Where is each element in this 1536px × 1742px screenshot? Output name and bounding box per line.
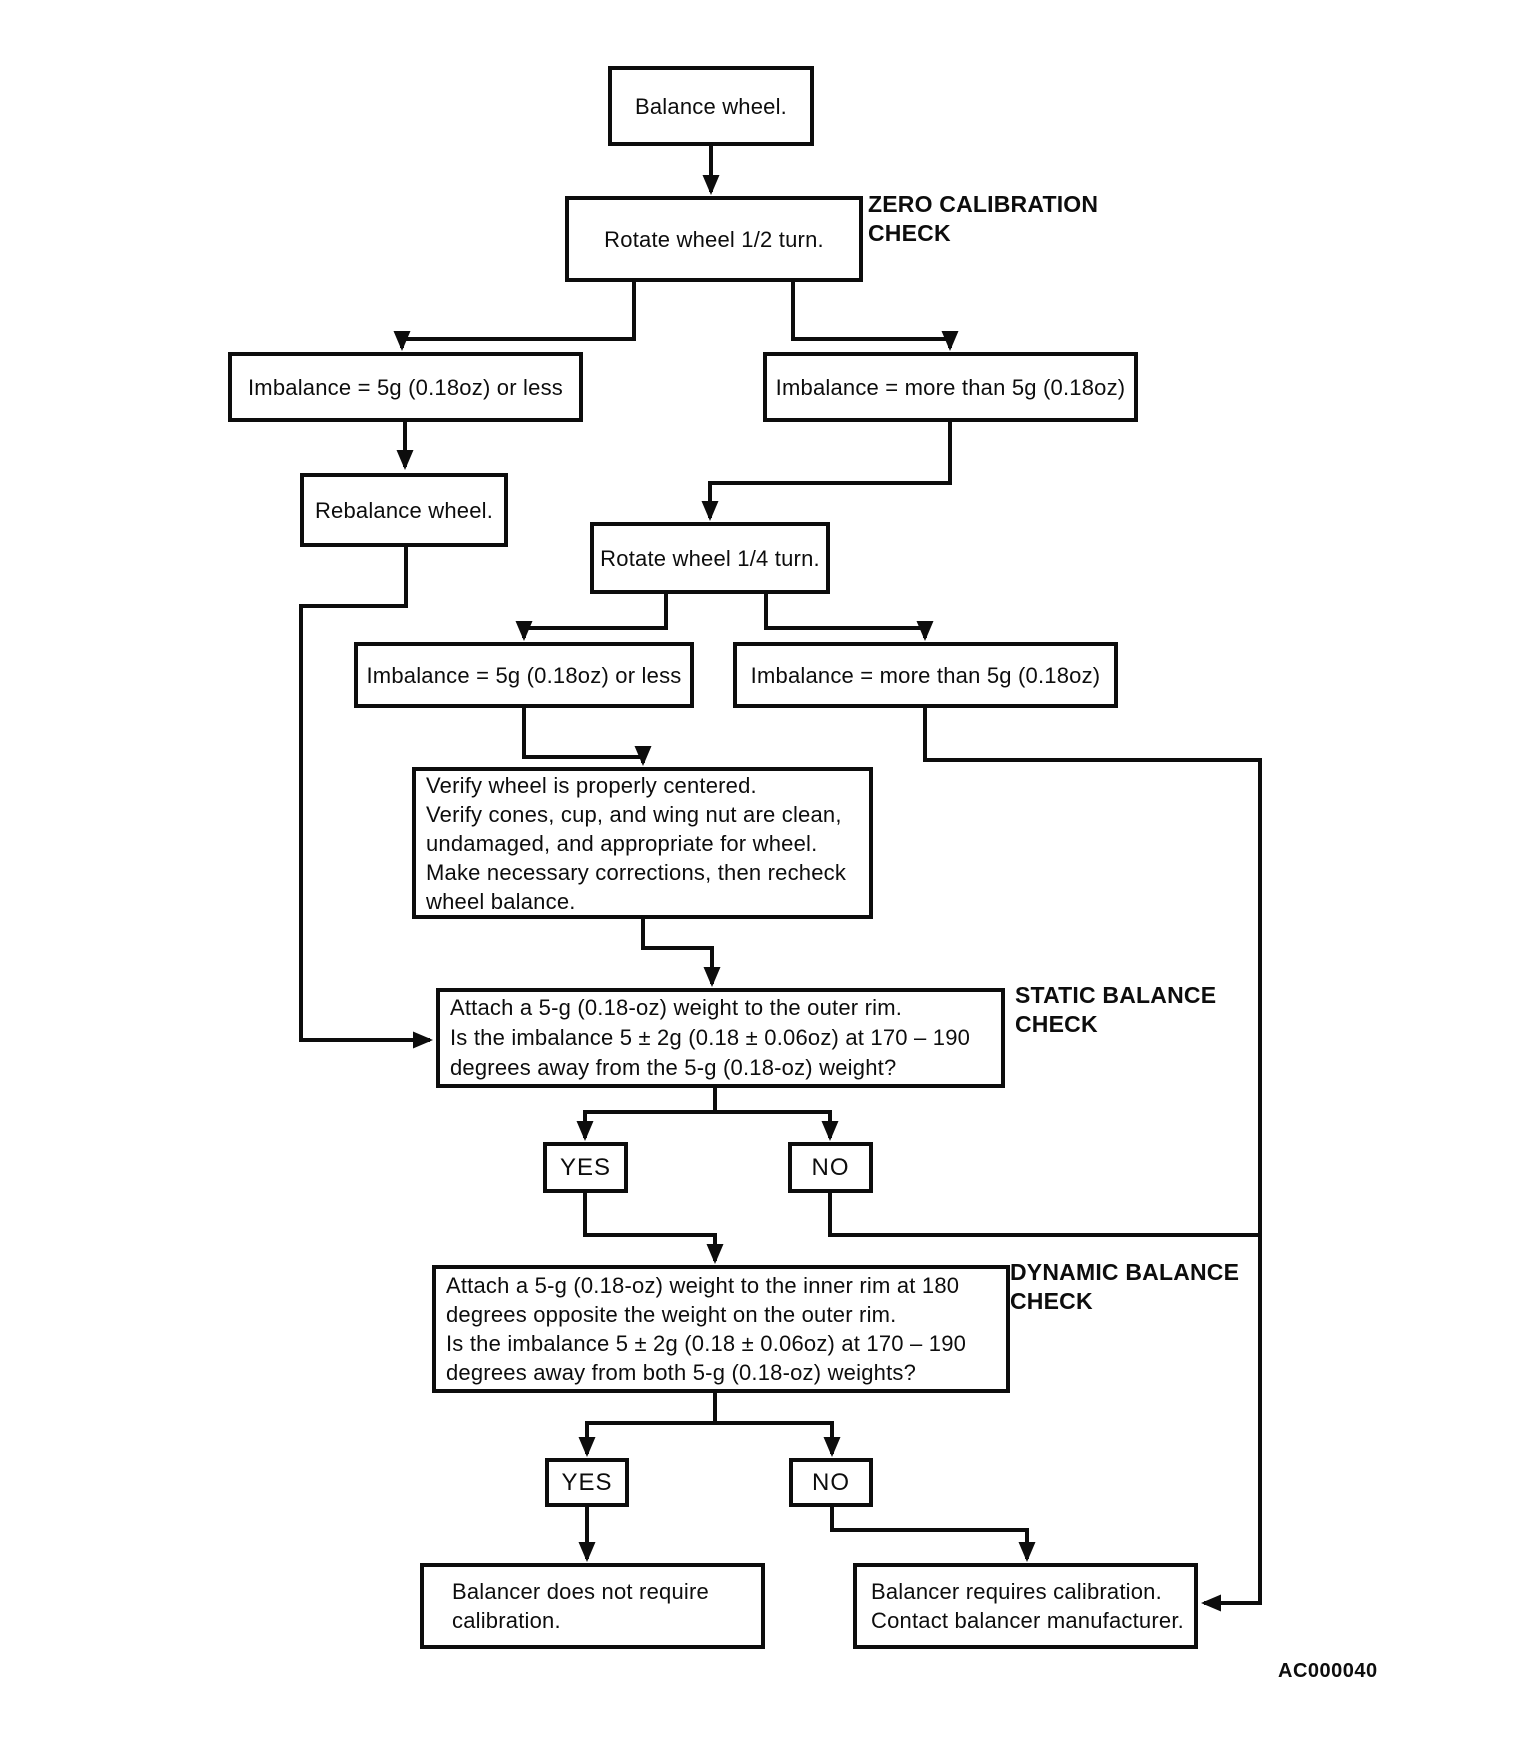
edge-yes1-to-dynamic bbox=[583, 1193, 724, 1264]
edge-dynamic-to-no2 bbox=[715, 1421, 841, 1457]
edge-static-to-no1 bbox=[715, 1110, 839, 1141]
label-dynamic-balance-check: DYNAMIC BALANCE CHECK bbox=[1010, 1259, 1240, 1314]
edge-dynamic-to-yes2 bbox=[578, 1393, 717, 1457]
node-no-static: NO bbox=[788, 1142, 873, 1193]
node-rotate-quarter-turn: Rotate wheel 1/4 turn. bbox=[590, 522, 830, 594]
node-requires-calibration: Balancer requires calibration. Contact b… bbox=[853, 1563, 1198, 1649]
edge-verify-to-static bbox=[641, 919, 721, 987]
edge-no2-to-requires bbox=[830, 1507, 1036, 1562]
node-static-balance-question: Attach a 5-g (0.18-oz) weight to the out… bbox=[436, 988, 1005, 1088]
edge-rotatequarter-to-less2 bbox=[515, 594, 668, 641]
node-verify-wheel-centered: Verify wheel is properly centered. Verif… bbox=[412, 767, 873, 919]
label-zero-calibration-check: ZERO CALIBRATION CHECK bbox=[868, 191, 1099, 246]
edge-less2-to-verify bbox=[522, 708, 652, 766]
node-imbalance-5g-or-less-1: Imbalance = 5g (0.18oz) or less bbox=[228, 352, 583, 422]
figure-id: AC000040 bbox=[1278, 1660, 1378, 1682]
node-no-dynamic: NO bbox=[789, 1458, 873, 1507]
edge-rotatehalf-to-less1 bbox=[393, 282, 636, 351]
edge-rebalance-to-static bbox=[299, 547, 433, 1049]
node-imbalance-5g-or-less-2: Imbalance = 5g (0.18oz) or less bbox=[354, 642, 694, 708]
node-balance-wheel: Balance wheel. bbox=[608, 66, 814, 146]
edge-rotatehalf-to-more1 bbox=[791, 282, 959, 351]
edge-static-to-yes1 bbox=[576, 1088, 717, 1141]
label-static-balance-check: STATIC BALANCE CHECK bbox=[1015, 982, 1217, 1037]
node-imbalance-more-than-5g-2: Imbalance = more than 5g (0.18oz) bbox=[733, 642, 1118, 708]
node-no-calibration-required: Balancer does not require calibration. bbox=[420, 1563, 765, 1649]
edge-more2-to-requires bbox=[923, 708, 1262, 1612]
node-imbalance-more-than-5g-1: Imbalance = more than 5g (0.18oz) bbox=[763, 352, 1138, 422]
node-dynamic-balance-question: Attach a 5-g (0.18-oz) weight to the inn… bbox=[432, 1265, 1010, 1393]
edge-no1-to-rightrail bbox=[828, 1193, 1260, 1237]
edge-more1-to-rotatequarter bbox=[701, 422, 952, 521]
edge-rotatequarter-to-more2 bbox=[764, 594, 934, 641]
node-yes-dynamic: YES bbox=[545, 1458, 629, 1507]
node-rebalance-wheel: Rebalance wheel. bbox=[300, 473, 508, 547]
node-yes-static: YES bbox=[543, 1142, 628, 1193]
node-rotate-half-turn: Rotate wheel 1/2 turn. bbox=[565, 196, 863, 282]
